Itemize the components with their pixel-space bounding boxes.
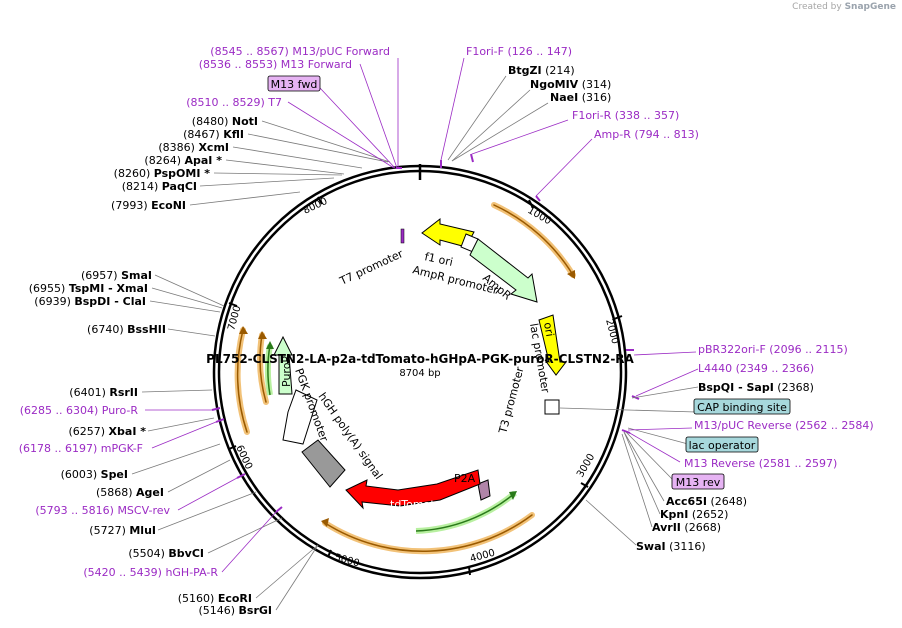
site-leaders-right [447, 75, 699, 546]
site-label-ecori: (5160) EcoRI [178, 592, 252, 605]
site-label-noti: (8480) NotI [192, 115, 258, 128]
primer-label-m13-puc-reverse: M13/pUC Reverse (2562 .. 2584) [694, 419, 874, 432]
snapgene-logo-text: SnapGene [844, 2, 896, 12]
lac-operator-box: lac operator [685, 436, 759, 453]
primer-label-m13-forward: (8536 .. 8553) M13 Forward [199, 58, 352, 71]
plasmid-name: PL752-CLSTN2-LA-p2a-tdTomato-hGHpA-PGK-p… [206, 352, 634, 366]
primer-label-m13-puc-forward: (8545 .. 8567) M13/pUC Forward [210, 45, 390, 58]
site-label-bspdi-clai: (6939) BspDI - ClaI [34, 295, 146, 308]
site-label-kfli: (8467) KflI [183, 128, 244, 141]
cap-binding-site-label: CAP binding site [697, 401, 787, 414]
lac-operator-label: lac operator [689, 439, 756, 452]
site-label-bbvci: (5504) BbvCI [128, 547, 204, 560]
primer-label-f1ori-f: F1ori-F (126 .. 147) [466, 45, 572, 58]
plasmid-length: 8704 bp [399, 368, 440, 379]
green-arrowhead-1 [509, 491, 517, 500]
site-label-bspqi-sapi: BspQI - SapI (2368) [698, 381, 814, 394]
site-label-acc65i: Acc65I (2648) [666, 495, 747, 508]
ampr-arrow [469, 238, 538, 303]
orf-arcs [234, 202, 576, 555]
primer-leaders-left [145, 58, 399, 573]
site-label-mlui: (5727) MluI [89, 524, 156, 537]
tick-label-5000: 5000 [333, 552, 360, 569]
primer-leaders-right [440, 57, 699, 463]
watermark: Created by SnapGene [792, 2, 896, 12]
m13-rev-label: M13 rev [676, 476, 721, 489]
feature-label-t3-promoter: T3 promoter [496, 365, 527, 436]
primer-label-puro-r: (6285 .. 6304) Puro-R [20, 404, 139, 417]
site-label-naei: NaeI (316) [550, 91, 611, 104]
site-label-avrii: AvrII (2668) [652, 521, 721, 534]
cap-binding-site-box: CAP binding site [693, 398, 791, 415]
t7-promoter-mark [400, 228, 405, 244]
site-label-ngomiv: NgoMIV (314) [530, 78, 611, 91]
site-label-smai: (6957) SmaI [81, 269, 152, 282]
feature-label-f1-ori: f1 ori [423, 250, 454, 269]
m13-fwd-box-label: M13 fwd [271, 78, 318, 91]
tick-label-3000: 3000 [575, 452, 597, 480]
feature-label-p2a: P2A [454, 472, 476, 485]
feature-label-ori: ori [541, 321, 556, 337]
puror-arrow [273, 335, 293, 395]
site-label-btgzi: BtgZI (214) [508, 64, 575, 77]
site-label-xcmi: (8386) XcmI [158, 141, 229, 154]
lac-promoter-marks [544, 399, 560, 415]
site-label-rsrii: (6401) RsrII [69, 386, 138, 399]
site-label-pspomi: (8260) PspOMI * [114, 167, 211, 180]
hgh-polya-shape [301, 439, 346, 488]
m13-fwd-box: M13 fwd [267, 75, 321, 92]
site-label-spei: (6003) SpeI [61, 468, 128, 481]
primer-label-pbr322ori-f: pBR322ori-F (2096 .. 2115) [698, 343, 848, 356]
site-label-tspmi-xmai: (6955) TspMI - XmaI [29, 282, 148, 295]
primer-label-hgh-pa-r: (5420 .. 5439) hGH-PA-R [83, 566, 218, 579]
left-primer-labels: (8545 .. 8567) M13/pUC Forward (8536 .. … [19, 45, 390, 579]
site-label-econi: (7993) EcoNI [111, 199, 186, 212]
primer-label-l4440: L4440 (2349 .. 2366) [698, 362, 814, 375]
m13-rev-box: M13 rev [671, 473, 725, 490]
feature-label-t7-promoter: T7 promoter [337, 247, 406, 288]
right-site-labels: BtgZI (214) NgoMIV (314) NaeI (316) BspQ… [508, 64, 814, 553]
right-primer-labels: F1ori-F (126 .. 147) F1ori-R (338 .. 357… [466, 45, 874, 470]
orf-arrowheads [239, 270, 575, 527]
primer-label-f1ori-r: F1ori-R (338 .. 357) [572, 109, 679, 122]
primer-label-m13-reverse: M13 Reverse (2581 .. 2597) [684, 457, 837, 470]
site-label-bsshii: (6740) BssHII [87, 323, 166, 336]
site-label-agei: (5868) AgeI [96, 486, 164, 499]
site-label-swai: SwaI (3116) [636, 540, 706, 553]
watermark-prefix: Created by [792, 2, 842, 12]
pgk-promoter-arrow [282, 389, 318, 445]
feature-label-puror: PuroR [280, 355, 293, 387]
primer-label-mpgk-f: (6178 .. 6197) mPGK-F [19, 442, 143, 455]
site-label-apai: (8264) ApaI * [144, 154, 222, 167]
tick-label-2000: 2000 [603, 318, 620, 345]
p2a-box [477, 479, 491, 501]
left-site-labels: (8480) NotI (8467) KflI (8386) XcmI (826… [29, 115, 272, 617]
primer-label-amp-r: Amp-R (794 .. 813) [594, 128, 699, 141]
site-leaders-left [131, 120, 391, 611]
site-label-paqci: (8214) PaqCI [122, 180, 197, 193]
site-label-bsrgi: (5146) BsrGI [198, 604, 272, 617]
ori-arrow [538, 314, 568, 376]
green-arrowhead-2 [266, 341, 274, 349]
tick-marks [228, 196, 623, 576]
tdtomato-arrow [345, 469, 481, 510]
feature-label-tdtomato: tdTomato [390, 498, 442, 511]
primer-label-t7: (8510 .. 8529) T7 [186, 96, 282, 109]
primer-marks [211, 153, 640, 513]
site-label-kpni: KpnI (2652) [660, 508, 728, 521]
primer-label-mscv-rev: (5793 .. 5816) MSCV-rev [35, 504, 170, 517]
site-label-xbai: (6257) XbaI * [68, 425, 146, 438]
